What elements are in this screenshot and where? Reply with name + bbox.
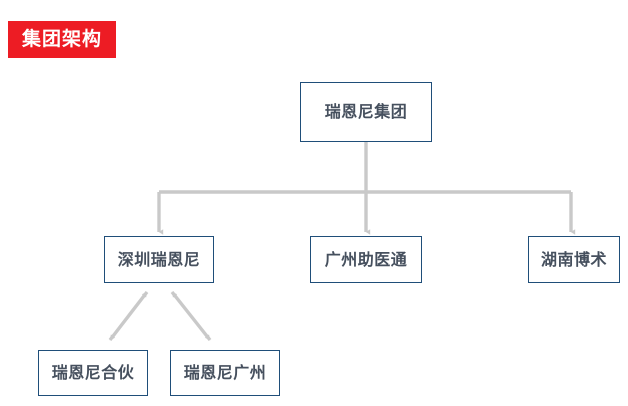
org-node-root-label: 瑞恩尼集团 [324,102,408,121]
org-node-guangzhou[interactable]: 广州助医通 [310,236,422,283]
org-node-partnership-label: 瑞恩尼合伙 [51,363,135,382]
org-node-shenzhen-label: 深圳瑞恩尼 [117,249,201,269]
org-node-gzbranch-label: 瑞恩尼广州 [183,363,267,382]
org-node-partnership[interactable]: 瑞恩尼合伙 [38,350,148,396]
section-banner: 集团架构 [8,21,117,58]
org-node-shenzhen[interactable]: 深圳瑞恩尼 [104,236,214,283]
org-node-gzbranch[interactable]: 瑞恩尼广州 [170,350,280,396]
edge-shenzhen-to-partnership [108,290,149,342]
org-node-root[interactable]: 瑞恩尼集团 [300,82,432,142]
edge-shenzhen-to-gzbranch [170,290,212,342]
org-node-hunan-label: 湖南博术 [540,249,607,269]
org-node-hunan[interactable]: 湖南博术 [528,236,620,283]
org-node-guangzhou-label: 广州助医通 [324,249,408,269]
section-banner-label: 集团架构 [22,28,103,50]
